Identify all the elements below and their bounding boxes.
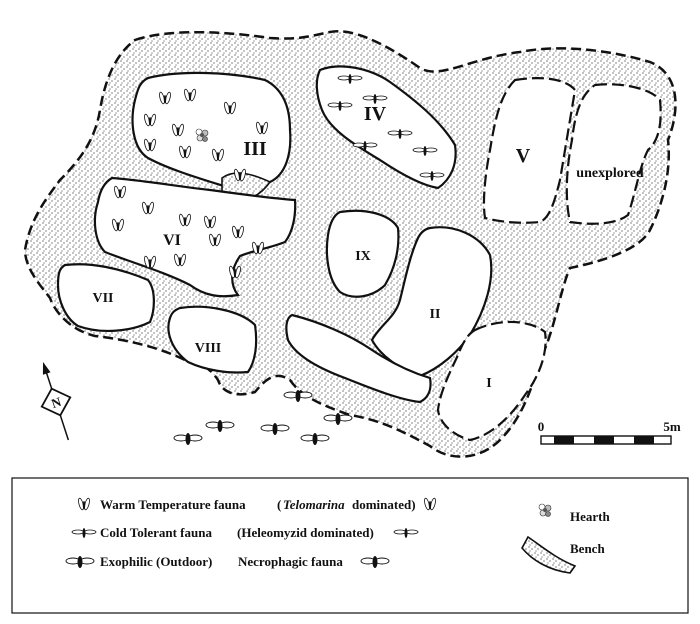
legend-box — [11, 477, 689, 614]
legend-warm-paren: ( — [277, 497, 281, 512]
room-IX — [325, 209, 400, 298]
legend-hearth-text: Hearth — [570, 509, 610, 524]
room-V — [482, 77, 577, 224]
room-label-VII: VII — [92, 291, 113, 306]
north-arrow: N — [40, 362, 72, 441]
legend-warm-rest: dominated) — [352, 497, 416, 512]
room-I — [436, 320, 547, 442]
room-VII — [56, 263, 155, 333]
room-label-III: III — [243, 138, 267, 160]
legend-warm-text: Warm Temperature fauna — [100, 497, 246, 512]
scale-bar: 0 5m — [538, 419, 681, 445]
legend-cold-paren: (Heleomyzid dominated) — [237, 525, 374, 540]
room-label-IV: IV — [364, 103, 387, 125]
room-label-IX: IX — [355, 249, 371, 264]
legend-bench-icon — [521, 535, 577, 574]
scale-end-label: 5m — [663, 419, 681, 434]
unexplored-area — [565, 83, 662, 225]
legend-exo-text: Exophilic (Outdoor) — [100, 554, 212, 569]
room-label-I: I — [486, 376, 491, 391]
room-label-unexplored: unexplored — [576, 166, 644, 181]
legend-warm-italic: Telomarina — [283, 497, 345, 512]
room-label-VIII: VIII — [195, 341, 221, 356]
room-label-V: V — [516, 145, 531, 167]
legend-cold-text: Cold Tolerant fauna — [100, 525, 212, 540]
legend-exo-rest: Necrophagic fauna — [238, 554, 343, 569]
scale-start-label: 0 — [538, 419, 545, 434]
room-VIII — [167, 305, 258, 374]
room-IV — [315, 65, 457, 190]
room-label-II: II — [430, 307, 441, 322]
passage-II-I — [285, 313, 432, 404]
room-label-VI: VI — [163, 232, 181, 249]
legend-bench-text: Bench — [570, 541, 605, 556]
